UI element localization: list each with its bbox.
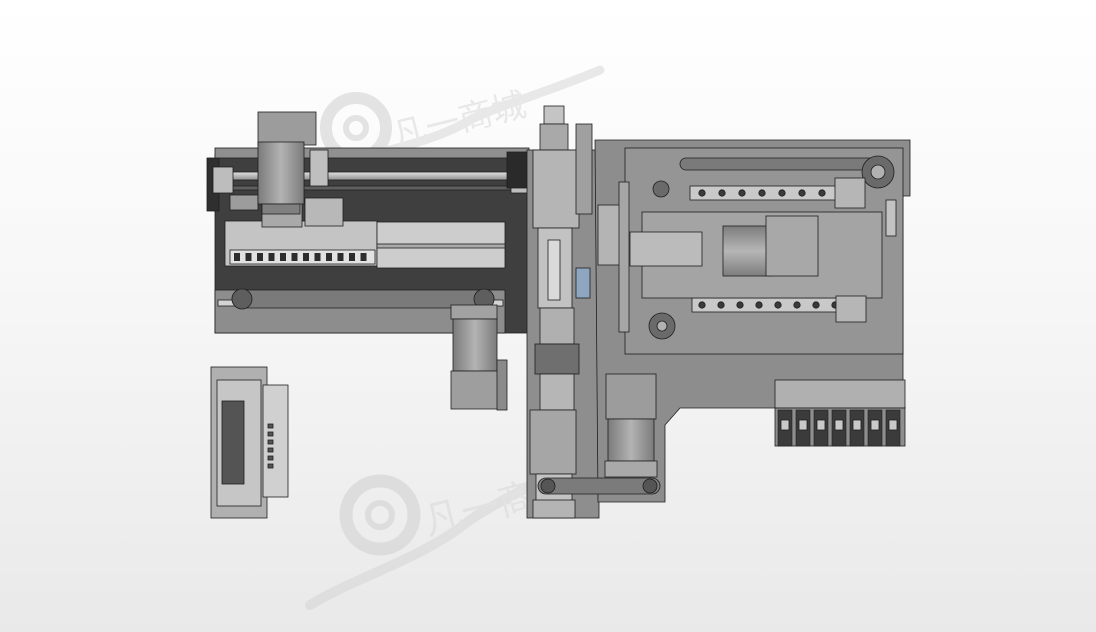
rail-bolt <box>303 253 309 261</box>
conveyor-roller <box>736 301 744 309</box>
rail-bolt <box>245 253 252 261</box>
rail-bolt <box>280 253 286 261</box>
rail-bolt <box>349 253 355 261</box>
conveyor-roller <box>758 189 766 197</box>
clamp-jaw <box>798 419 808 431</box>
watermark-text-top: 凡一商城 <box>389 85 531 157</box>
conveyor-roller <box>698 189 706 197</box>
rail-bolt <box>337 253 344 261</box>
clamp-jaw <box>780 419 790 431</box>
controller-led <box>267 423 274 429</box>
conveyor-roller <box>798 189 806 197</box>
controller-indicator-column <box>267 423 274 469</box>
conveyor-roller <box>818 189 826 197</box>
controller-box <box>210 366 289 519</box>
controller-led <box>267 455 274 461</box>
conveyor-roller <box>812 301 820 309</box>
rail-bolt <box>291 253 298 261</box>
right-conveyor-assembly <box>532 139 911 519</box>
conveyor-roller <box>755 301 763 309</box>
clamp-jaw <box>888 419 898 431</box>
conveyor-roller <box>778 189 786 197</box>
clamp-jaw <box>852 419 862 431</box>
rail-bolt <box>326 253 332 261</box>
conveyor-roller-row-top <box>698 189 826 197</box>
rail-bolt <box>360 253 367 261</box>
gantry-stepper-motor <box>257 111 329 215</box>
conveyor-roller <box>698 301 706 309</box>
controller-led <box>267 447 274 453</box>
left-lower-stepper-motor <box>450 304 508 411</box>
conveyor-roller-row-bottom <box>698 301 839 309</box>
clamp-module-row <box>777 409 901 447</box>
conveyor-roller <box>793 301 801 309</box>
rail-bolt <box>234 253 240 261</box>
controller-led <box>267 431 274 437</box>
controller-led <box>267 439 274 445</box>
rail-bolt <box>268 253 275 261</box>
left-rail-bolt-row <box>234 253 367 261</box>
conveyor-roller <box>718 189 726 197</box>
conveyor-roller <box>774 301 782 309</box>
controller-led <box>267 463 274 469</box>
clamp-module-bank <box>774 379 906 447</box>
clamp-jaw <box>816 419 826 431</box>
central-vertical-column <box>526 105 600 519</box>
conveyor-roller <box>738 189 746 197</box>
conveyor-roller <box>717 301 725 309</box>
rail-bolt <box>314 253 321 261</box>
rail-bolt <box>257 253 263 261</box>
clamp-jaw <box>834 419 844 431</box>
clamp-jaw <box>870 419 880 431</box>
